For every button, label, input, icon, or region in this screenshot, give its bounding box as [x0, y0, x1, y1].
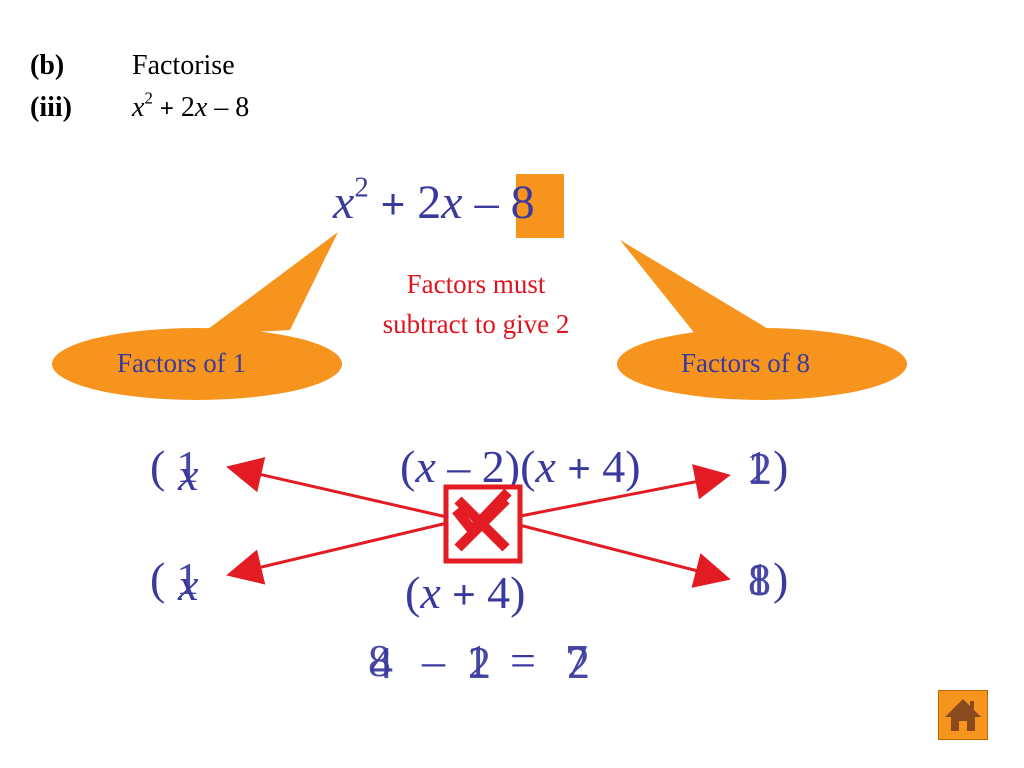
right-bottom-number-a: 1 [747, 553, 770, 604]
hint-text: Factors must subtract to give 2 [382, 269, 570, 339]
left-callout-bubble [52, 328, 342, 400]
right-callout-pointer [620, 240, 770, 340]
right-callout-bubble [617, 328, 907, 400]
difference-b2: 2 [468, 637, 491, 688]
difference-b1: 1 [466, 635, 489, 686]
right-bottom-paren: ) [773, 553, 789, 604]
difference-r2: 2 [567, 637, 590, 688]
left-callout-pointer [200, 232, 338, 335]
left-bottom-number: 1 [176, 553, 199, 604]
difference-a2: 4 [370, 637, 393, 688]
arrow-to-right-top [499, 464, 731, 522]
right-top-number-a: 1 [746, 441, 769, 492]
arrow-to-left-top [226, 457, 461, 522]
check-cross-icon [443, 484, 523, 564]
main-expression: x2 + 2x – 8 [333, 171, 535, 229]
left-top-variable: x [178, 449, 199, 500]
arrow-to-right-bottom [499, 518, 731, 588]
difference-a1: 8 [368, 635, 391, 686]
difference-equals: = [510, 635, 536, 686]
sub-label: (iii) [30, 92, 72, 123]
home-icon [945, 699, 981, 731]
alt-factor: (x + 4) [405, 567, 526, 618]
instruction: Factorise [132, 50, 235, 81]
left-top-paren: ( [150, 441, 166, 492]
left-top-number: 1 [176, 441, 199, 492]
part-label: (b) [30, 50, 65, 81]
difference-minus: – [422, 635, 445, 686]
right-callout-label: Factors of 8 [681, 348, 810, 378]
right-top-number-b: 2 [749, 443, 772, 494]
answer-factors: (x – 2)(x + 4) [400, 441, 641, 492]
home-button[interactable] [938, 690, 988, 740]
arrow-to-left-bottom [226, 518, 461, 585]
right-bottom-number-b: 8 [748, 554, 771, 605]
left-callout-label: Factors of 1 [117, 348, 246, 378]
minus-highlight [516, 174, 564, 238]
left-bottom-variable: x [178, 559, 199, 610]
difference-r1: 7 [565, 635, 588, 686]
right-top-paren: ) [773, 441, 789, 492]
left-bottom-paren: ( [150, 553, 166, 604]
question-expression: x2 + 2x – 8 [132, 88, 250, 123]
